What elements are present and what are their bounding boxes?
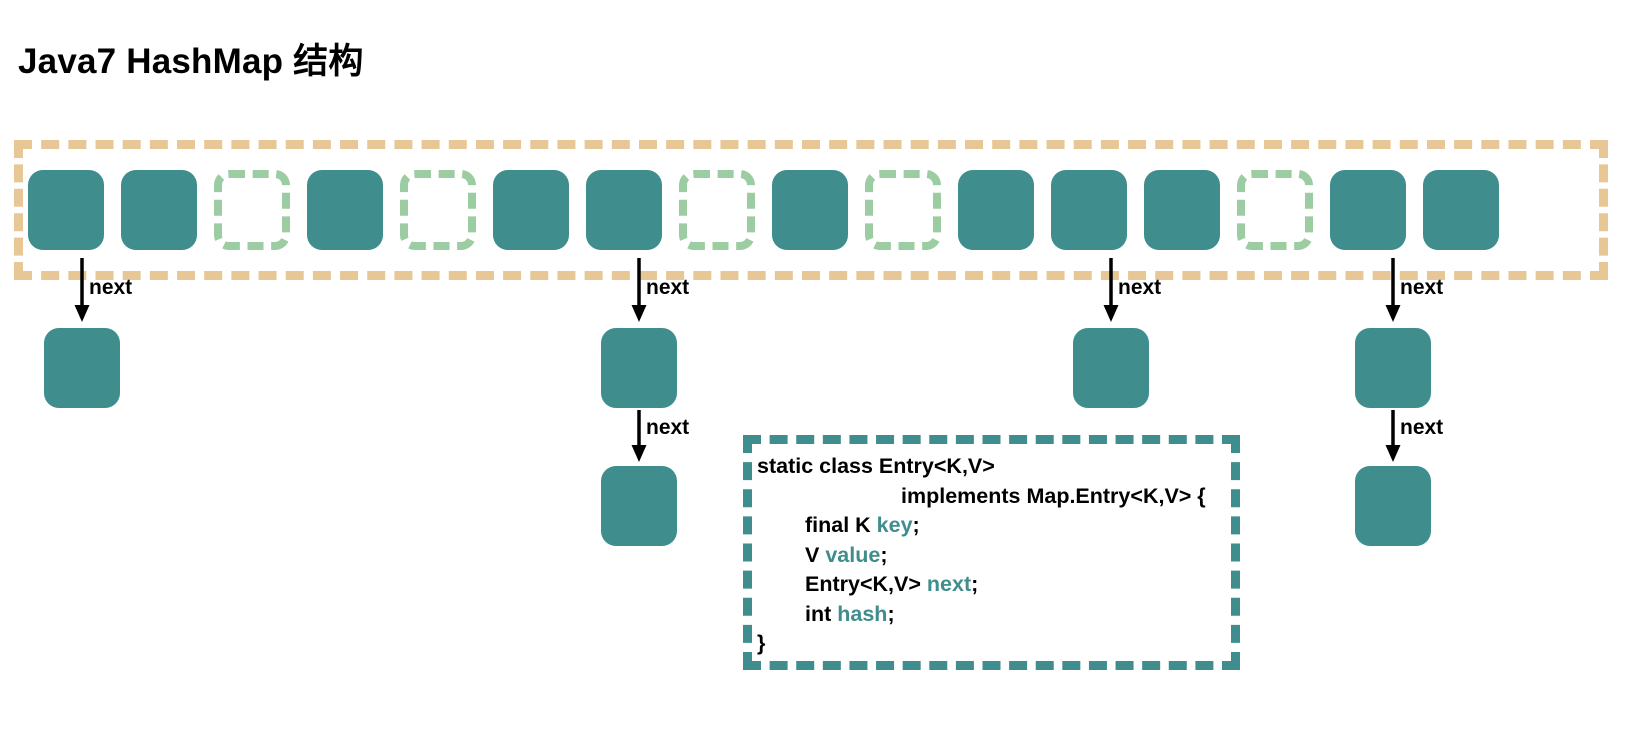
hash-table-array-container — [14, 140, 1608, 280]
code-field-name: hash — [837, 601, 888, 626]
next-arrow-chain-1-link-1 — [628, 410, 650, 462]
entry-node-chain-1-pos-0[interactable] — [601, 328, 677, 408]
code-line: implements Map.Entry<K,V> { — [757, 482, 1257, 512]
bucket-cell-4-empty[interactable] — [400, 170, 476, 250]
bucket-cell-2-empty[interactable] — [214, 170, 290, 250]
entry-node-chain-3-pos-0[interactable] — [1355, 328, 1431, 408]
code-keyword: static class Entry<K,V> — [757, 454, 995, 478]
bucket-cell-14-filled[interactable] — [1330, 170, 1406, 250]
entry-node-chain-2-pos-0[interactable] — [1073, 328, 1149, 408]
next-arrow-label-chain-3-link-1: next — [1400, 416, 1444, 439]
code-field-name: value — [825, 542, 881, 567]
bucket-cell-9-empty[interactable] — [865, 170, 941, 250]
entry-node-chain-3-pos-1[interactable] — [1355, 466, 1431, 546]
code-keyword: ; — [971, 572, 979, 596]
code-line: Entry<K,V> next; — [757, 570, 1257, 600]
bucket-cell-10-filled[interactable] — [958, 170, 1034, 250]
next-arrow-chain-3-link-0 — [1382, 258, 1404, 322]
code-keyword: implements Map.Entry<K,V> { — [901, 483, 1206, 508]
code-field-name: key — [876, 513, 913, 537]
code-line: } — [757, 629, 1257, 659]
bucket-cell-0-filled[interactable] — [28, 170, 104, 250]
next-arrow-label-chain-2-link-0: next — [1118, 276, 1162, 299]
bucket-cell-3-filled[interactable] — [307, 170, 383, 250]
code-keyword: final K — [805, 513, 877, 537]
entry-node-chain-0-pos-0[interactable] — [44, 328, 120, 408]
next-arrow-chain-2-link-0 — [1100, 258, 1122, 322]
code-keyword: } — [757, 631, 766, 655]
bucket-cell-11-filled[interactable] — [1051, 170, 1127, 250]
next-arrow-label-chain-1-link-1: next — [646, 416, 690, 439]
bucket-cell-1-filled[interactable] — [121, 170, 197, 250]
bucket-cell-7-empty[interactable] — [679, 170, 755, 250]
code-keyword: Entry<K,V> — [805, 572, 927, 596]
bucket-cell-15-filled[interactable] — [1423, 170, 1499, 250]
entry-class-code-box — [743, 435, 1240, 670]
bucket-cell-12-filled[interactable] — [1144, 170, 1220, 250]
code-line: final K key; — [757, 511, 1257, 541]
code-line: static class Entry<K,V> — [757, 452, 1257, 482]
entry-class-code-text: static class Entry<K,V> implements Map.En… — [757, 452, 1257, 659]
next-arrow-label-chain-1-link-0: next — [646, 276, 690, 299]
code-keyword: int — [805, 601, 838, 626]
bucket-cell-5-filled[interactable] — [493, 170, 569, 250]
code-keyword: ; — [887, 601, 895, 626]
next-arrow-label-chain-0-link-0: next — [89, 276, 133, 299]
next-arrow-chain-3-link-1 — [1382, 410, 1404, 462]
code-keyword: V — [805, 542, 826, 567]
bucket-cell-13-empty[interactable] — [1237, 170, 1313, 250]
next-arrow-label-chain-3-link-0: next — [1400, 276, 1444, 299]
bucket-cell-8-filled[interactable] — [772, 170, 848, 250]
entry-node-chain-1-pos-1[interactable] — [601, 466, 677, 546]
next-arrow-chain-0-link-0 — [71, 258, 93, 322]
code-line: V value; — [757, 541, 1257, 571]
page-title: Java7 HashMap 结构 — [18, 42, 364, 81]
code-keyword: ; — [912, 513, 920, 537]
code-keyword: ; — [880, 542, 888, 567]
hash-table-bucket-row — [14, 140, 1608, 280]
code-field-name: next — [926, 572, 972, 596]
next-arrow-chain-1-link-0 — [628, 258, 650, 322]
code-line: int hash; — [757, 600, 1257, 630]
bucket-cell-6-filled[interactable] — [586, 170, 662, 250]
